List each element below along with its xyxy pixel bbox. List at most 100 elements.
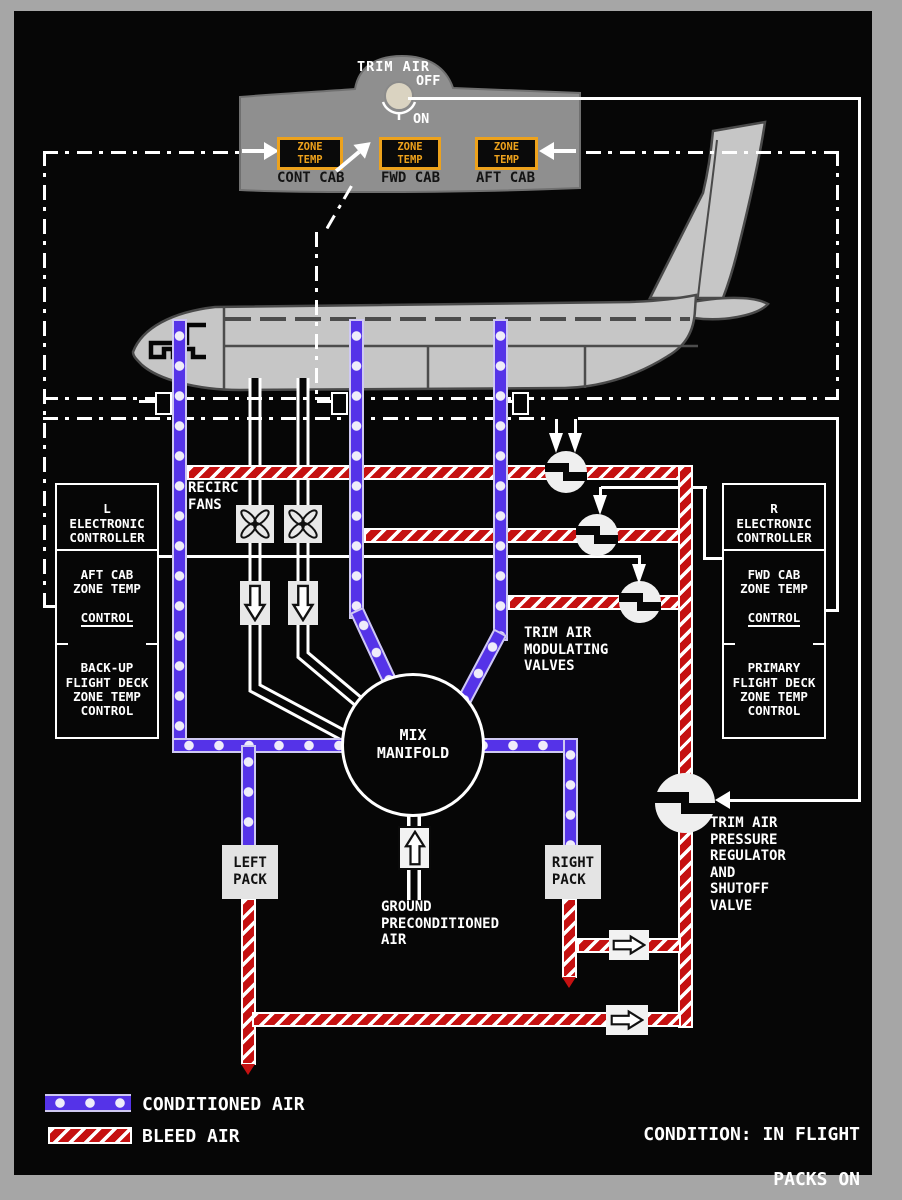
aft-cab-arrow-tail <box>553 149 576 153</box>
l-controller-valve-line <box>158 555 641 558</box>
left-pack-label: LEFT PACK <box>233 854 267 889</box>
cont-cab-label: CONT CAB <box>277 170 345 186</box>
left-pack: LEFT PACK <box>222 845 278 899</box>
mix-manifold-label: MIX MANIFOLD <box>376 726 450 762</box>
zone-sense-line-right <box>836 151 839 400</box>
left-pack-bleed-line <box>241 898 256 1065</box>
flight-deck-riser <box>172 319 187 753</box>
condition-note: CONDITION: IN FLIGHT PACKS ON <box>560 1101 860 1200</box>
right-arrow-icon <box>610 1009 644 1031</box>
mix-manifold: MIX MANIFOLD <box>341 673 485 817</box>
fwd-cab-riser <box>349 319 364 619</box>
flight-deck-temp-sensor <box>155 392 172 415</box>
l-controller-fn1-control: CONTROL <box>80 610 134 628</box>
l-controller-fn2: BACK-UP FLIGHT DECK ZONE TEMP CONTROL <box>65 660 149 719</box>
l-controller-title: L ELECTRONIC CONTROLLER <box>57 499 157 551</box>
aft-cab-arrow <box>539 142 554 160</box>
trim-air-branch-fwd-cab <box>364 528 693 543</box>
aircraft-fin <box>647 120 767 300</box>
ground-air-inlet <box>398 826 431 870</box>
condition-line1: CONDITION: IN FLIGHT <box>643 1123 860 1145</box>
bottom-bleed-line <box>252 1012 608 1027</box>
zone-temp-indicator-cont: ZONE TEMP <box>277 137 343 170</box>
right-pack-tee-right <box>645 938 681 953</box>
recirc-check-valve-right <box>288 581 318 625</box>
condition-line2: PACKS ON <box>773 1168 860 1190</box>
control-line-lower-dash <box>43 417 552 420</box>
aft-cab-temp-sensor <box>512 392 529 415</box>
right-pack-bleed-line <box>562 898 577 978</box>
r-controller-valve-line-h <box>601 486 707 489</box>
trim-air-branch-aft-cab <box>508 595 693 610</box>
sensor1-stub <box>139 400 155 403</box>
right-pack-bleed-tip <box>562 977 576 988</box>
regulator-label: TRIM AIR PRESSURE REGULATOR AND SHUTOFF … <box>710 815 786 914</box>
fan-icon <box>240 509 270 539</box>
up-arrow-icon <box>403 830 426 866</box>
legend-bleed-air-label: BLEED AIR <box>142 1126 240 1147</box>
trim-valve-fwd-cab <box>576 514 618 556</box>
aft-cab-riser <box>493 319 508 641</box>
zone-sense-line-top-left <box>43 151 242 154</box>
zone-sense-line-bottom <box>43 397 839 400</box>
r-controller-divider <box>722 642 826 647</box>
fwd-cab-label: FWD CAB <box>381 170 441 186</box>
fwd-cab-sense-line <box>315 232 318 402</box>
trim-valve-aft-cab <box>619 581 661 623</box>
legend-conditioned-air-swatch <box>45 1094 131 1112</box>
knob-control-line-v <box>858 97 861 802</box>
l-controller-fn1: AFT CAB ZONE TEMP <box>73 566 141 597</box>
fwd-cab-temp-sensor <box>331 392 348 415</box>
knob-off-label: OFF <box>416 73 441 89</box>
trim-valve-flight-deck <box>545 451 587 493</box>
recirc-fan-left <box>236 505 274 543</box>
bottom-bleed-line-right <box>645 1012 681 1027</box>
manifold-right-main <box>466 738 578 753</box>
r-controller-fn2: PRIMARY FLIGHT DECK ZONE TEMP CONTROL <box>732 660 816 719</box>
valve2-arrow-stem <box>599 487 602 497</box>
r-controller-valve-line-v <box>703 486 706 560</box>
manifold-left-main <box>172 738 355 753</box>
right-electronic-controller: R ELECTRONIC CONTROLLER FWD CAB ZONE TEM… <box>722 483 826 739</box>
legend-bleed-air-swatch <box>48 1127 132 1144</box>
left-pack-feed <box>241 745 256 848</box>
r-controller-fn1-control: CONTROL <box>747 610 801 628</box>
trim-air-pressure-regulator-valve <box>655 773 715 833</box>
valve1-control-arrow-left <box>549 433 563 453</box>
aft-cab-label: AFT CAB <box>476 170 536 186</box>
zone-temp-indicator-fwd: ZONE TEMP <box>379 137 441 170</box>
right-pack-tee-left <box>577 938 613 953</box>
zone-sense-line-left <box>43 151 46 607</box>
fan-icon <box>288 509 318 539</box>
aircraft-fuselage <box>131 293 698 392</box>
trim-valves-label: TRIM AIR MODULATING VALVES <box>524 625 609 675</box>
recirc-fan-right <box>284 505 322 543</box>
valve1-arrow-stem-r <box>574 419 577 435</box>
trim-air-knob-face <box>384 81 414 111</box>
regulator-control-arrow <box>715 791 730 809</box>
right-pack-check-valve <box>609 930 649 960</box>
zone-temp-indicator-aft: ZONE TEMP <box>475 137 538 170</box>
valve1-arrow-stem-l <box>555 419 558 435</box>
ground-air-label: GROUND PRECONDITIONED AIR <box>381 899 500 949</box>
legend-conditioned-air-label: CONDITIONED AIR <box>142 1094 305 1115</box>
valve3-arrow-stem <box>638 557 641 567</box>
recirc-check-valve-left <box>240 581 270 625</box>
r-controller-line-right-v <box>836 417 839 612</box>
right-pack: RIGHT PACK <box>545 845 601 899</box>
r-controller-fn1: FWD CAB ZONE TEMP <box>740 566 808 597</box>
down-arrow-icon <box>291 584 315 622</box>
left-controller-stub <box>43 605 57 608</box>
valve1-control-arrow-right <box>568 433 582 453</box>
valve3-control-arrow <box>632 564 646 584</box>
right-pack-label: RIGHT PACK <box>551 854 595 889</box>
trim-air-knob[interactable] <box>385 82 413 110</box>
cont-cab-arrow-tail <box>242 149 265 153</box>
trim-air-label: TRIM AIR <box>357 59 431 75</box>
sensor3-stub <box>506 400 514 403</box>
r-controller-line-top <box>578 417 839 420</box>
zone-sense-line-top-right <box>586 151 839 154</box>
left-electronic-controller: L ELECTRONIC CONTROLLER AFT CAB ZONE TEM… <box>55 483 159 739</box>
